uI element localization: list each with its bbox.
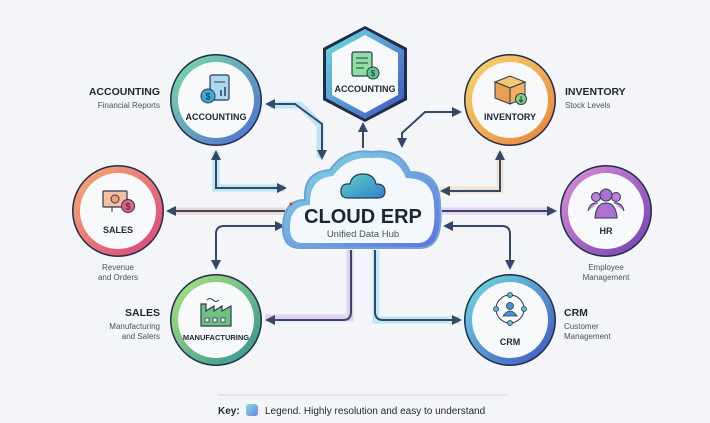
key-label: Key:: [218, 406, 240, 417]
crm-side-title: CRM: [564, 307, 588, 319]
node-label: MANUFACTURING: [183, 333, 249, 342]
arrow-accounting-hub-2: [265, 99, 327, 160]
node-label: ACCOUNTING: [335, 84, 396, 94]
node-label: SALES: [103, 225, 133, 235]
arrow-hub-crm-2: [374, 250, 462, 325]
hr-side-sub-2: Management: [583, 273, 630, 282]
crm-side-sub-2: Management: [564, 332, 611, 341]
cloud-erp-hub[interactable]: CLOUD ERP Unified Data Hub: [281, 150, 442, 249]
node-manufacturing[interactable]: MANUFACTURING: [170, 274, 262, 366]
node-label: HR: [600, 226, 613, 236]
people-icon: [587, 188, 625, 219]
cloud-icon: [340, 173, 386, 199]
key-text: Legend. Highly resolution and easy to un…: [265, 406, 485, 417]
crm-side-sub-1: Customer: [564, 322, 599, 331]
arrow-inventory-hub: [440, 150, 505, 196]
node-accounting-top[interactable]: $ ACCOUNTING: [323, 26, 407, 122]
money-monitor-icon: $: [102, 190, 135, 213]
legend-swatch: [246, 404, 258, 416]
arrow-accounting-hub: [211, 150, 287, 193]
accounting-side-sub: Financial Reports: [98, 101, 160, 110]
node-sales[interactable]: $ SALES: [72, 165, 164, 257]
side-labels: ACCOUNTING Financial Reports INVENTORY S…: [89, 86, 630, 341]
report-dollar-icon: $: [200, 74, 230, 104]
arrow-hub-crm: [443, 221, 515, 270]
manufacturing-side-sub-2: and Salers: [122, 332, 160, 341]
status-dot: [289, 202, 293, 206]
hub-subtitle: Unified Data Hub: [327, 229, 399, 240]
node-label: ACCOUNTING: [186, 112, 247, 122]
manufacturing-side-title: SALES: [125, 307, 160, 319]
inventory-side-sub: Stock Levels: [565, 101, 610, 110]
hub-title: CLOUD ERP: [304, 206, 422, 228]
sales-side-sub-2: and Orders: [98, 273, 138, 282]
svg-text:$: $: [125, 202, 130, 212]
hr-side-sub-1: Employee: [588, 263, 624, 272]
node-hr[interactable]: HR: [560, 165, 652, 257]
manufacturing-side-sub-1: Manufacturing: [109, 322, 160, 331]
svg-text:$: $: [371, 69, 376, 78]
accounting-side-title: ACCOUNTING: [89, 86, 160, 98]
inventory-side-title: INVENTORY: [565, 86, 626, 98]
arrow-hub-manufacturing-2: [265, 250, 352, 325]
box-icon: [493, 75, 527, 105]
connector-arrows: [166, 99, 557, 325]
legend-key: Key: Legend. Highly resolution and easy …: [218, 394, 508, 417]
node-inventory[interactable]: INVENTORY: [464, 54, 556, 146]
svg-text:$: $: [205, 92, 210, 102]
document-dollar-icon: $: [351, 51, 380, 80]
arrow-hub-manufacturing: [211, 221, 285, 270]
node-label: CRM: [500, 337, 521, 347]
factory-icon: [200, 298, 232, 327]
node-crm[interactable]: CRM: [464, 274, 556, 366]
network-people-icon: [493, 292, 527, 326]
node-label: INVENTORY: [484, 112, 536, 122]
sales-side-sub-1: Revenue: [102, 263, 135, 272]
arrow-hub-inventory: [397, 107, 462, 148]
node-accounting[interactable]: $ ACCOUNTING: [170, 54, 262, 146]
